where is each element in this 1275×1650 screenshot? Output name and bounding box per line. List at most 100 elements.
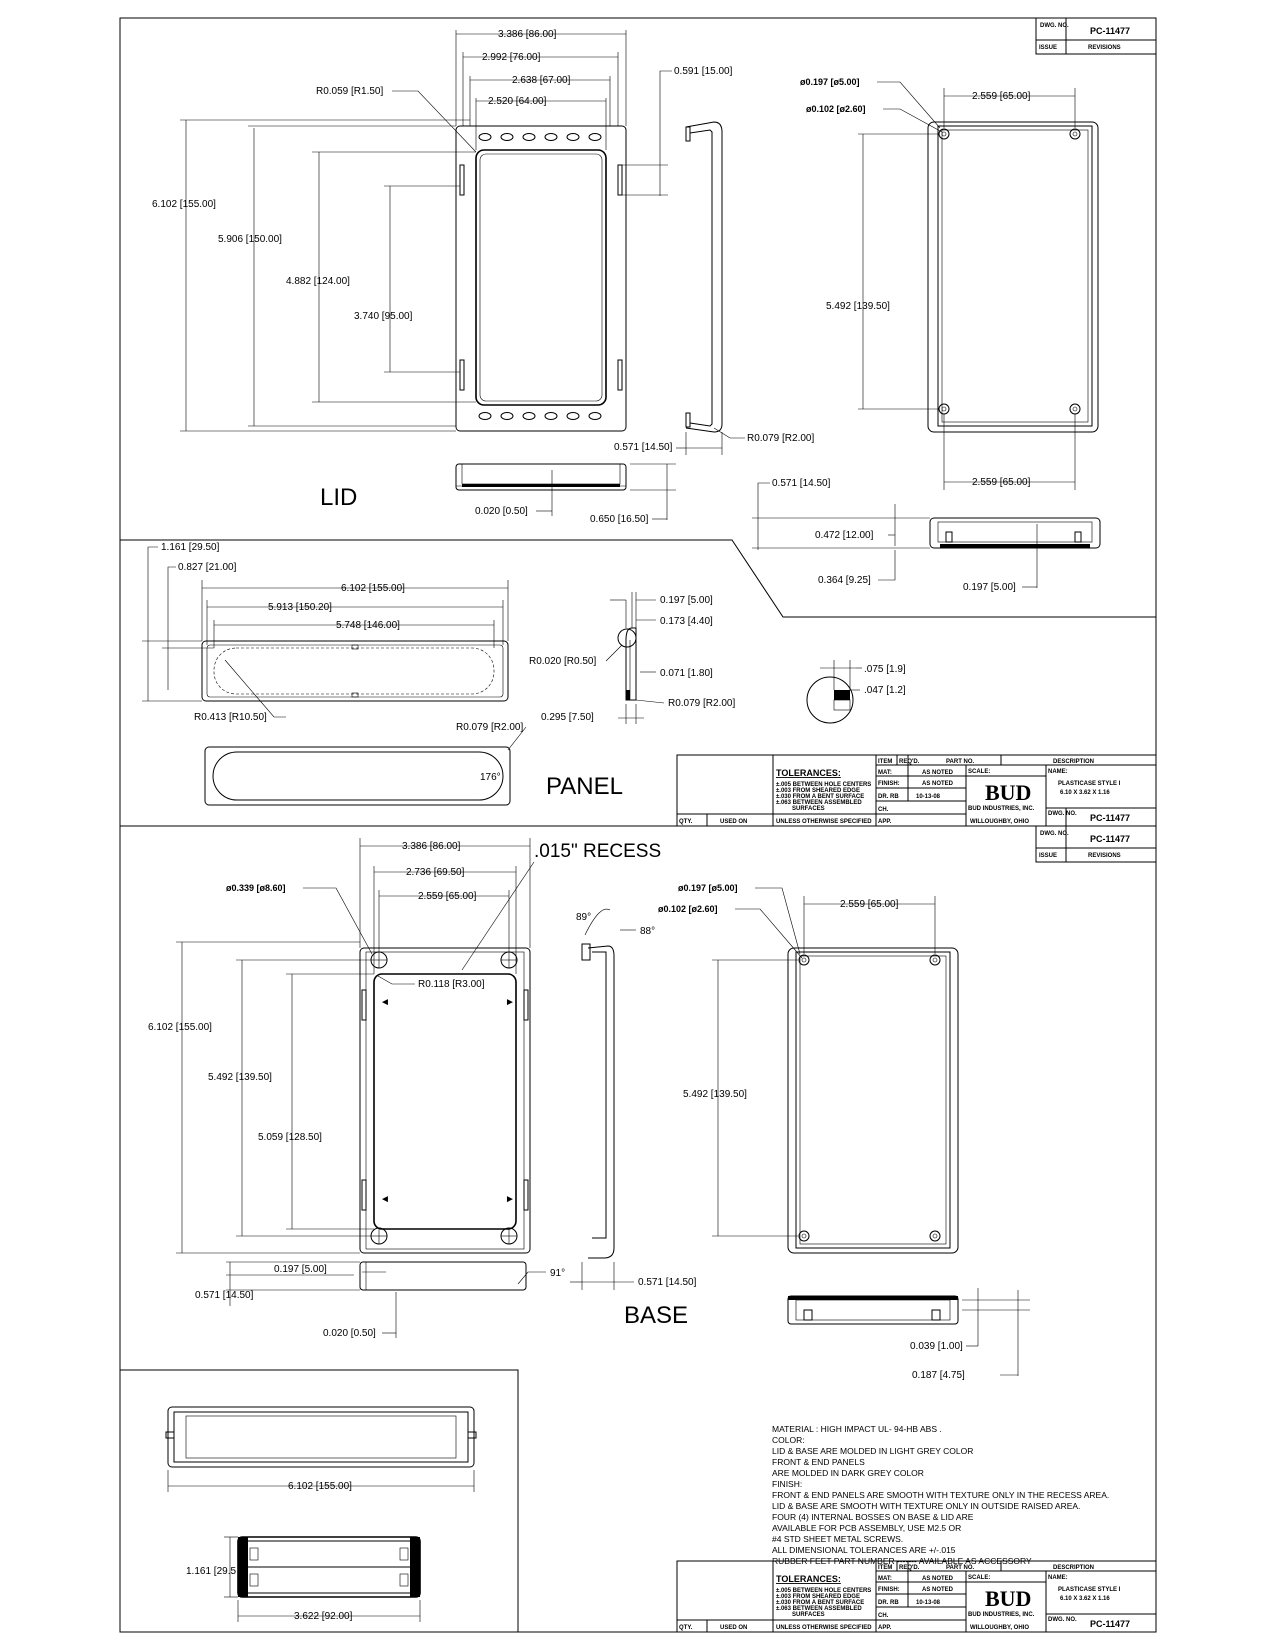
assembly-dim-w6102: 6.102 [155.00] <box>288 1481 352 1492</box>
base-end-profile: 0.197 [5.00] 0.571 [14.50] 0.020 [0.50] … <box>195 1261 565 1339</box>
tb2-dwg-no: PC-11477 <box>1090 1619 1130 1629</box>
panel-profile: 0.197 [5.00] 0.173 [4.40] R0.020 [R0.50]… <box>529 592 735 724</box>
base-view-label: BASE <box>624 1302 688 1329</box>
svg-text:►: ► <box>505 1194 515 1205</box>
tb1-app: APP. <box>878 819 892 825</box>
base-dim-0571: 0.571 [14.50] <box>195 1290 254 1301</box>
tb1-dr: DR. RB <box>878 794 899 800</box>
base-angle-88: 88° <box>640 926 655 937</box>
note-4: ARE MOLDED IN DARK GREY COLOR <box>772 1468 924 1478</box>
panel-dim-1161: 1.161 [29.50] <box>161 542 220 553</box>
panel-dim-047: .047 [1.2] <box>864 685 906 696</box>
note-8: FOUR (4) INTERNAL BOSSES ON BASE & LID A… <box>772 1512 974 1522</box>
base-side-profile: 0.571 [14.50] 89° 88° <box>570 908 697 1290</box>
base-hole-dia-1: ø0.197 [ø5.00] <box>678 883 738 893</box>
lid-right-end-profile: 0.571 [14.50] 0.472 [12.00] 0.364 [9.25]… <box>752 478 1101 593</box>
lid-end-profile: 0.020 [0.50] 0.650 [16.50] <box>455 463 676 525</box>
tb2-unless: UNLESS OTHERWISE SPECIFIED <box>776 1625 872 1631</box>
lid-dim-r0079: R0.079 [R2.00] <box>747 433 814 444</box>
panel-dim-r0413: R0.413 [R10.50] <box>194 712 267 723</box>
base-underside-view: ø0.197 [ø5.00] ø0.102 [ø2.60] 2.559 [65.… <box>658 883 959 1254</box>
note-5: FINISH: <box>772 1479 802 1489</box>
panel-dim-w5748: 5.748 [146.00] <box>336 620 400 631</box>
tb2-mat: MAT: <box>878 1576 892 1582</box>
panel-view-label: PANEL <box>546 773 623 800</box>
lid-dim-w-2520: 2.520 [64.00] <box>488 96 547 107</box>
base-dim-h5492r: 5.492 [139.50] <box>683 1089 747 1100</box>
tb1-name: PLASTICASE STYLE I <box>1058 781 1121 787</box>
tb2-finish-v: AS NOTED <box>922 1587 954 1593</box>
panel-dim-w6102: 6.102 [155.00] <box>341 583 405 594</box>
tb2-company: BUD INDUSTRIES, INC. <box>968 1612 1035 1618</box>
lid-side-profile: 0.571 [14.50] R0.079 [R2.00] <box>614 121 814 455</box>
mid-dwg-no: PC-11477 <box>1090 834 1130 844</box>
assembly-dim-w3622: 3.622 [92.00] <box>294 1611 353 1622</box>
tb2-part-no: PART NO. <box>946 1565 975 1571</box>
tb1-city: WILLOUGHBY, OHIO <box>970 819 1029 825</box>
base-dim-h6102: 6.102 [155.00] <box>148 1022 212 1033</box>
tb1-tol-4: SURFACES <box>792 806 825 812</box>
lid-dim-0364: 0.364 [9.25] <box>818 575 871 586</box>
base-dim-0197: 0.197 [5.00] <box>274 1264 327 1275</box>
tb2-tol-0: ±.005 BETWEEN HOLE CENTERS <box>776 1588 871 1594</box>
lid-hole-dia-1: ø0.197 [ø5.00] <box>800 77 860 87</box>
lid-dim-0020: 0.020 [0.50] <box>475 506 528 517</box>
note-9: AVAILABLE FOR PCB ASSEMBLY, USE M2.5 OR <box>772 1523 961 1533</box>
tb2-name-label: NAME: <box>1048 1575 1068 1581</box>
panel-dim-0295: 0.295 [7.50] <box>541 712 594 723</box>
tb2-ch: CH. <box>878 1613 889 1619</box>
tb2-dr: DR. RB <box>878 1600 899 1606</box>
lid-dim-0472: 0.472 [12.00] <box>815 530 874 541</box>
tb1-tol-0: ±.005 BETWEEN HOLE CENTERS <box>776 782 871 788</box>
panel-dim-0173: 0.173 [4.40] <box>660 616 713 627</box>
tb2-reqd: REQ'D. <box>899 1565 920 1571</box>
mid-revisions-label: REVISIONS <box>1088 853 1121 859</box>
tb2-app: APP. <box>878 1625 892 1631</box>
lid-dim-r0059: R0.059 [R1.50] <box>316 86 383 97</box>
panel-dim-0071: 0.071 [1.80] <box>660 668 713 679</box>
base-dim-0020: 0.020 [0.50] <box>323 1328 376 1339</box>
note-0: MATERIAL : HIGH IMPACT UL- 94-HB ABS . <box>772 1424 942 1434</box>
panel-dim-r0020: R0.020 [R0.50] <box>529 656 596 667</box>
lid-dim-0650: 0.650 [16.50] <box>590 514 649 525</box>
tb1-part-no: PART NO. <box>946 759 975 765</box>
lid-vent-slots-bottom <box>478 412 602 420</box>
base-angle-89: 89° <box>576 912 591 923</box>
tb2-tol-4: SURFACES <box>792 1612 825 1618</box>
panel-detail-circle: .075 [1.9] .047 [1.2] <box>806 660 906 724</box>
base-hole-339: ø0.339 [ø8.60] <box>226 883 286 893</box>
base-dim-h5492: 5.492 [139.50] <box>208 1072 272 1083</box>
tb1-date: 10-13-08 <box>916 794 941 800</box>
tb1-finish-v: AS NOTED <box>922 781 954 787</box>
title-block-top: ITEM REQ'D. PART NO. DESCRIPTION TOLERAN… <box>676 754 1157 827</box>
lid-hole-dia-2: ø0.102 [ø2.60] <box>806 104 866 114</box>
tb2-scale: SCALE: <box>968 1575 990 1581</box>
tb1-logo: BUD <box>985 780 1031 805</box>
lid-dim-2559-top: 2.559 [65.00] <box>972 91 1031 102</box>
tb1-used-on: USED ON <box>720 819 747 825</box>
base-dim-0187: 0.187 [4.75] <box>912 1370 965 1381</box>
lid-dim-0571: 0.571 [14.50] <box>614 442 673 453</box>
base-dim-0039: 0.039 [1.00] <box>910 1341 963 1352</box>
tb1-tol-3: ±.063 BETWEEN ASSEMBLED <box>776 800 862 806</box>
tb2-dwg-no-label: DWG. NO. <box>1048 1617 1077 1623</box>
tb1-mat: MAT: <box>878 770 892 776</box>
lid-dim-h5906: 5.906 [150.00] <box>218 234 282 245</box>
lid-dim-0571b: 0.571 [14.50] <box>772 478 831 489</box>
tb2-city: WILLOUGHBY, OHIO <box>970 1625 1029 1631</box>
svg-text:►: ► <box>505 997 515 1008</box>
lid-dim-w-2992: 2.992 [76.00] <box>482 52 541 63</box>
tb2-description: DESCRIPTION <box>1053 1565 1094 1571</box>
svg-text:◄: ◄ <box>380 1194 390 1205</box>
base-top-view: ◄► ◄► 3.386 [86.00] 2.736 [69.50] 2.559 … <box>148 838 661 1254</box>
base-right-end-profile: 0.039 [1.00] 0.187 [4.75] <box>787 1288 1030 1381</box>
tb2-tol-3: ±.063 BETWEEN ASSEMBLED <box>776 1606 862 1612</box>
base-dim-w3386: 3.386 [86.00] <box>402 841 461 852</box>
panel-front-view: 1.161 [29.50] 0.827 [21.00] 6.102 [155.0… <box>142 542 509 723</box>
panel-angle: 176° <box>480 772 501 783</box>
lid-dim-2559-bot: 2.559 [65.00] <box>972 477 1031 488</box>
lid-dim-0591: 0.591 [15.00] <box>674 66 733 77</box>
mid-issue-label: ISSUE <box>1039 853 1057 859</box>
tb1-reqd: REQ'D. <box>899 759 920 765</box>
